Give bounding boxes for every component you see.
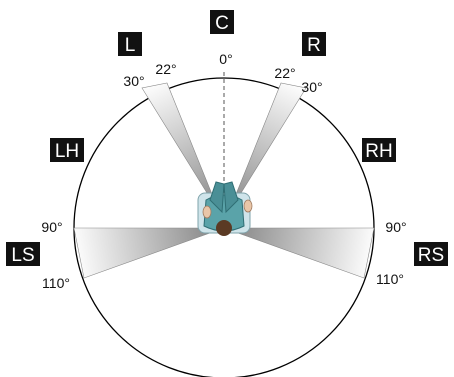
left-surround-wedge [73,227,225,279]
label-lh: LH [50,138,84,162]
angle-center: 0° [219,51,232,67]
label-ls-text: LS [11,245,34,266]
angle-left-30: 30° [123,73,144,89]
angle-left-22: 22° [155,61,176,77]
listener-right-hand [243,199,253,213]
angle-right-90: 90° [385,219,406,235]
angle-left-90: 90° [41,219,62,235]
left-speaker-wedge [141,82,221,215]
label-l-text: L [125,35,136,56]
listener-head [216,220,232,236]
label-rs-text: RS [418,245,444,266]
label-rh-text: RH [365,141,392,162]
angle-right-110: 110° [376,271,404,287]
label-ls: LS [6,242,40,266]
label-r-text: R [307,35,321,56]
listener-figure [197,181,253,236]
label-rh: RH [362,138,396,162]
angle-right-30: 30° [301,79,322,95]
label-c-text: C [215,13,229,34]
listener-right-leg [223,181,239,214]
label-r: R [302,32,326,56]
label-c: C [210,10,234,34]
right-speaker-wedge [227,82,307,215]
listener-left-hand [202,205,212,219]
right-surround-wedge [223,227,375,279]
angle-left-110: 110° [42,275,70,291]
label-lh-text: LH [55,141,79,162]
label-rs: RS [414,242,448,266]
angle-right-22: 22° [274,65,295,81]
label-l: L [118,32,142,56]
